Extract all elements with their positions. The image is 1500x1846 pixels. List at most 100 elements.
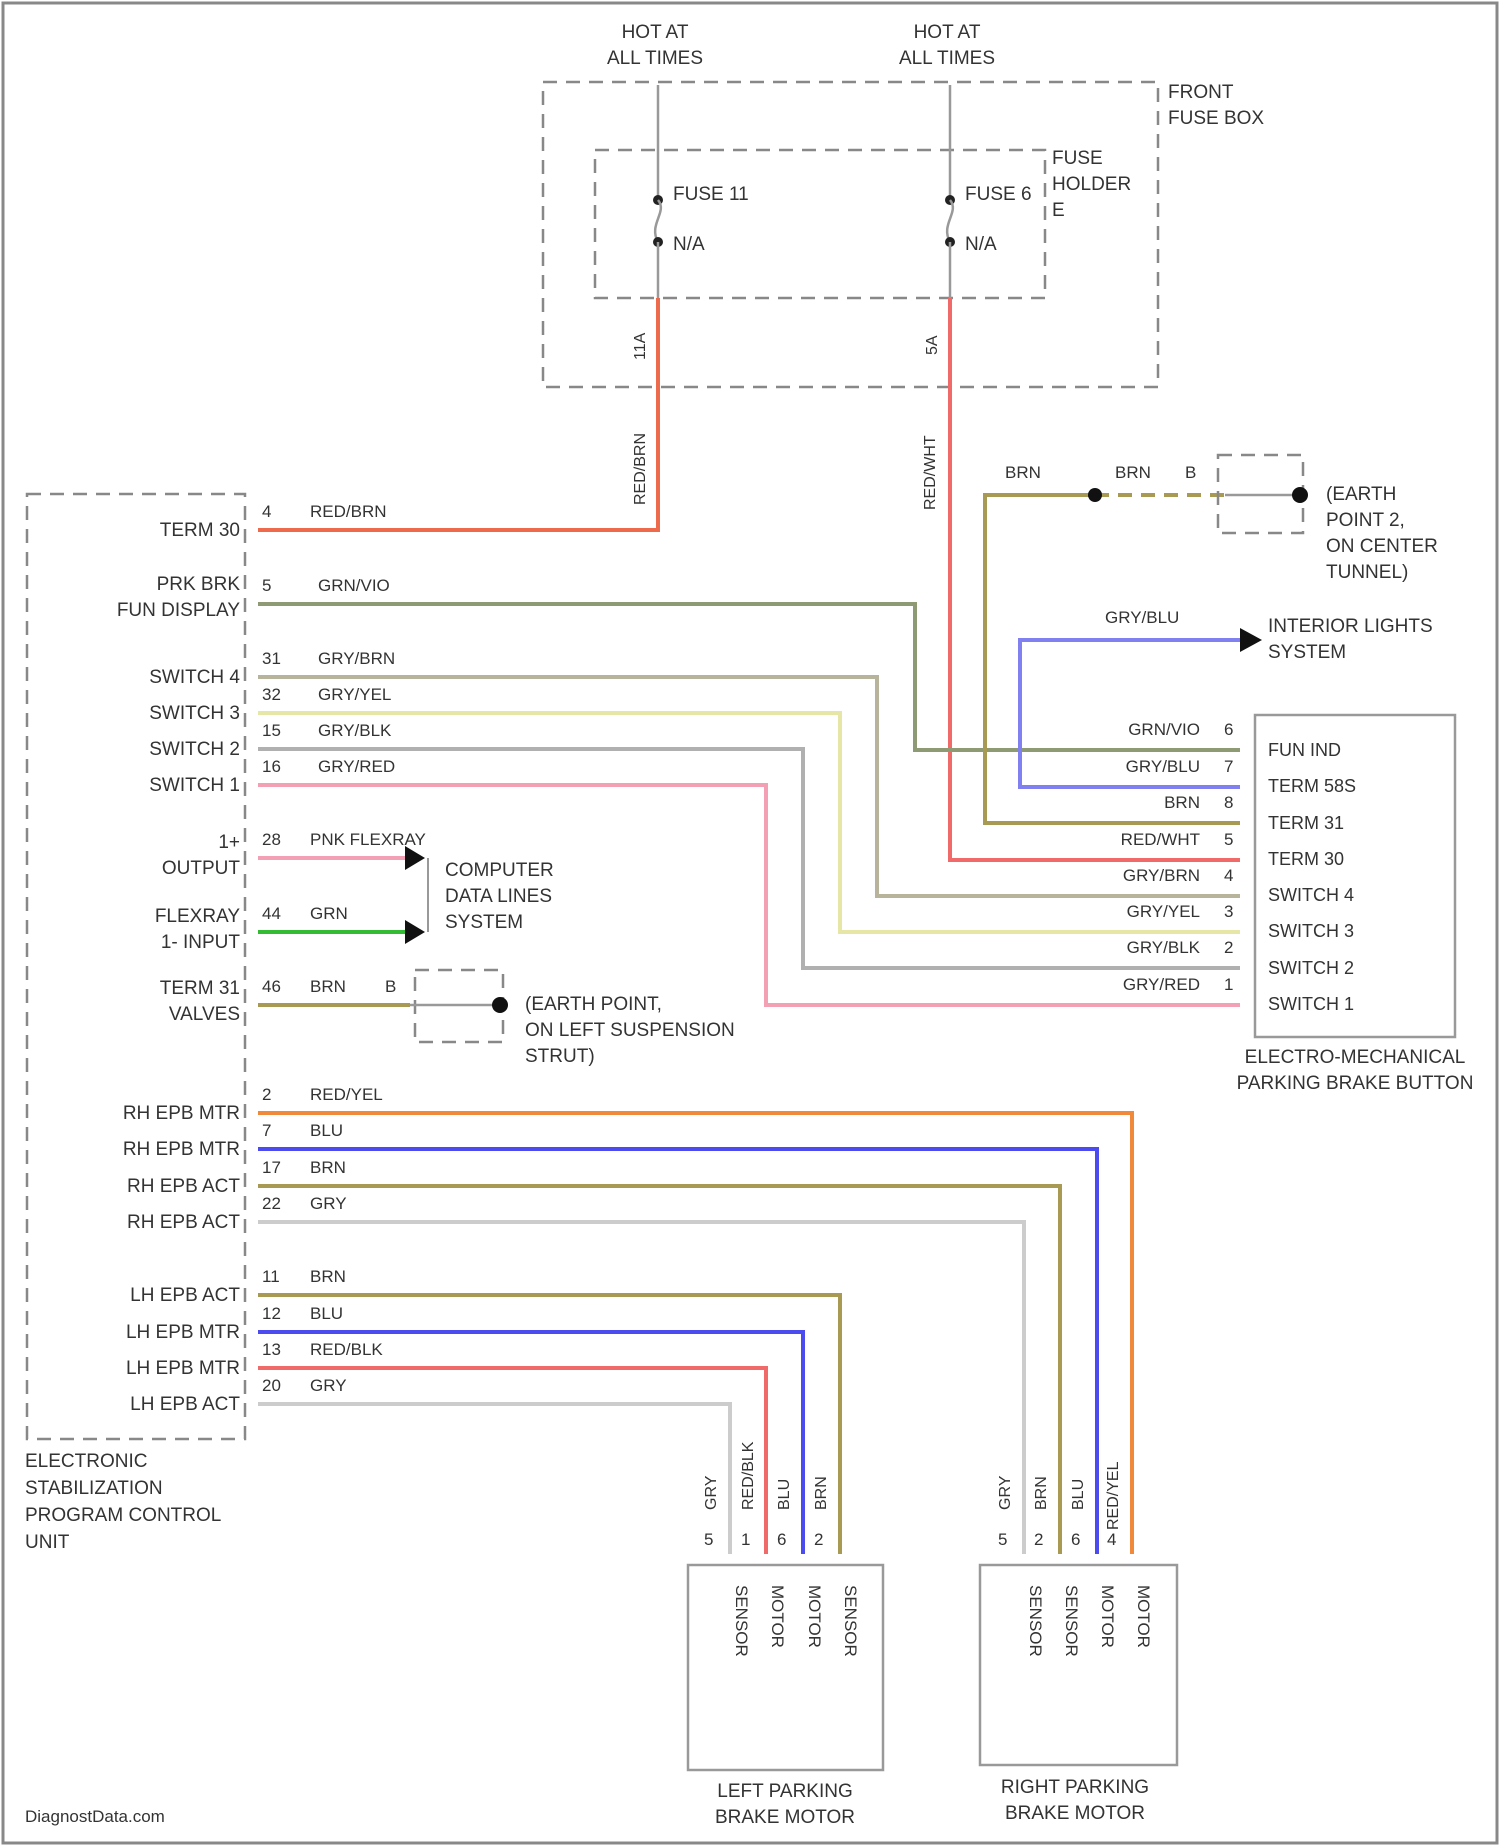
pin-4: 4 [262,502,271,521]
wire-rh-gry [258,1222,1024,1554]
earth2-label-a: (EARTH [1326,484,1396,505]
fuse6-symbol [947,200,953,242]
wire-label-46-b: B [385,977,396,996]
pin-44: 44 [262,904,281,923]
left-motor-wire-1: GRY [703,1475,720,1510]
left-motor-wire-4: BRN [813,1476,830,1510]
button-row3-wire: BRN [1164,793,1200,812]
fuse6-label: FUSE 6 [965,184,1032,205]
ecu-lh-act-label-2: LH EPB ACT [130,1394,240,1415]
wire-label-12: BLU [310,1304,343,1323]
ecu-rh-act-label-2: RH EPB ACT [127,1212,240,1233]
left-motor-pin-1: 5 [704,1530,713,1549]
button-row2-pin: 7 [1224,757,1233,776]
computer-data-label-a: COMPUTER [445,860,554,881]
right-motor-wire-4: RED/YEL [1105,1461,1122,1530]
flexray-arrow-1 [405,846,425,870]
wire-earth2-brn [985,495,1240,823]
button-row4-pin: 5 [1224,830,1233,849]
pin-46: 46 [262,977,281,996]
ecu-name-line-2: STABILIZATION [25,1478,163,1499]
right-motor-term-1: SENSOR [1026,1585,1045,1657]
pin-31: 31 [262,649,281,668]
button-row6-term: SWITCH 3 [1268,921,1354,941]
ecu-prk-brk-label-b: FUN DISPLAY [117,600,241,621]
pin-28: 28 [262,830,281,849]
ecu-lh-act-label-1: LH EPB ACT [130,1285,240,1306]
button-row5-pin: 4 [1224,866,1233,885]
esp-control-unit: ELECTRONIC STABILIZATION PROGRAM CONTROL… [25,494,426,1553]
ecu-name-line-3: PROGRAM CONTROL [25,1505,221,1526]
wire-label-15: GRY/BLK [318,721,392,740]
ecu-rh-mtr-label-2: RH EPB MTR [123,1139,240,1160]
ecu-rh-mtr-label-1: RH EPB MTR [123,1103,240,1124]
wire-label-20: GRY [310,1376,347,1395]
pin-20: 20 [262,1376,281,1395]
left-motor-name-a: LEFT PARKING [717,1781,853,1802]
wire-label-13: RED/BLK [310,1340,383,1359]
fuse11-symbol [655,200,661,242]
pin-11: 11 [262,1267,280,1286]
pin-15: 15 [262,721,281,740]
wire-lh-gry [258,1404,730,1554]
pin-5: 5 [262,576,271,595]
right-motor-pin-2: 2 [1034,1530,1043,1549]
ecu-switch3-label: SWITCH 3 [149,703,240,724]
fuse6-rating: N/A [965,234,997,255]
ecu-switch2-label: SWITCH 2 [149,739,240,760]
right-motor-term-2: SENSOR [1062,1585,1081,1657]
earth2-label-d: TUNNEL) [1326,562,1408,583]
computer-data-label-c: SYSTEM [445,912,523,933]
fuse11-connector-label: 11A [632,332,649,360]
interior-wire-label: GRY/BLU [1105,608,1179,627]
wire-label-16: GRY/RED [318,757,395,776]
ecu-term31-label-b: VALVES [169,1004,240,1025]
button-row7-pin: 2 [1224,938,1233,957]
interior-lights: GRY/BLU INTERIOR LIGHTS SYSTEM [1105,608,1433,663]
computer-data-lines: COMPUTER DATA LINES SYSTEM [405,846,554,944]
flexray-arrow-2 [405,920,425,944]
right-motor-pin-3: 6 [1071,1530,1080,1549]
button-row5-wire: GRY/BRN [1123,866,1200,885]
button-row8-term: SWITCH 1 [1268,994,1354,1014]
left-parking-brake-motor: GRY RED/BLK BLU BRN 5 1 6 2 SENSOR MOTOR… [688,1441,883,1828]
computer-data-label-b: DATA LINES [445,886,552,907]
right-motor-term-4: MOTOR [1134,1585,1153,1648]
earth-left-label-a: (EARTH POINT, [525,994,662,1015]
button-row5-term: SWITCH 4 [1268,885,1354,905]
pin-17: 17 [262,1158,281,1177]
wire-label-22: GRY [310,1194,347,1213]
right-motor-pin-4: 4 [1107,1530,1116,1549]
wire-label-11: BRN [310,1267,346,1286]
fuse11-rating: N/A [673,234,705,255]
ecu-flex-input-label-a: FLEXRAY [155,906,241,927]
ecu-term30-label: TERM 30 [160,520,240,541]
button-row8-pin: 1 [1224,975,1233,994]
button-row2-wire: GRY/BLU [1126,757,1200,776]
wire-label-2: RED/YEL [310,1085,383,1104]
hot-at-all-times-label-1a: HOT AT [622,22,689,43]
earth2-b-label: B [1185,463,1196,482]
pin-7: 7 [262,1121,271,1140]
left-motor-wire-3: BLU [776,1479,793,1510]
fuse-section: HOT AT ALL TIMES HOT AT ALL TIMES FRONT … [543,22,1264,510]
earth2-label-c: ON CENTER [1326,536,1438,557]
left-motor-pin-3: 6 [777,1530,786,1549]
ecu-name-line-4: UNIT [25,1532,70,1553]
wire-label-31: GRY/BRN [318,649,395,668]
hot-at-all-times-label-2a: HOT AT [914,22,981,43]
fuse-holder-outline [595,150,1045,298]
left-motor-term-2: MOTOR [768,1585,787,1648]
interior-arrow [1240,628,1262,652]
fuse11-wire-color-label: RED/BRN [632,433,649,505]
ecu-switch4-label: SWITCH 4 [149,667,240,688]
wire-term30-red-brn [258,298,658,530]
fuse-holder-label-b: HOLDER [1052,174,1131,195]
fuse6-connector-label: 5A [924,335,941,355]
earth2-wire-label: BRN [1005,463,1041,482]
wire-lh-red-blk [258,1368,766,1554]
ecu-lh-mtr-label-2: LH EPB MTR [126,1358,240,1379]
parking-brake-button: GRN/VIO GRY/BLU BRN RED/WHT GRY/BRN GRY/… [1121,715,1474,1094]
pin-13: 13 [262,1340,281,1359]
